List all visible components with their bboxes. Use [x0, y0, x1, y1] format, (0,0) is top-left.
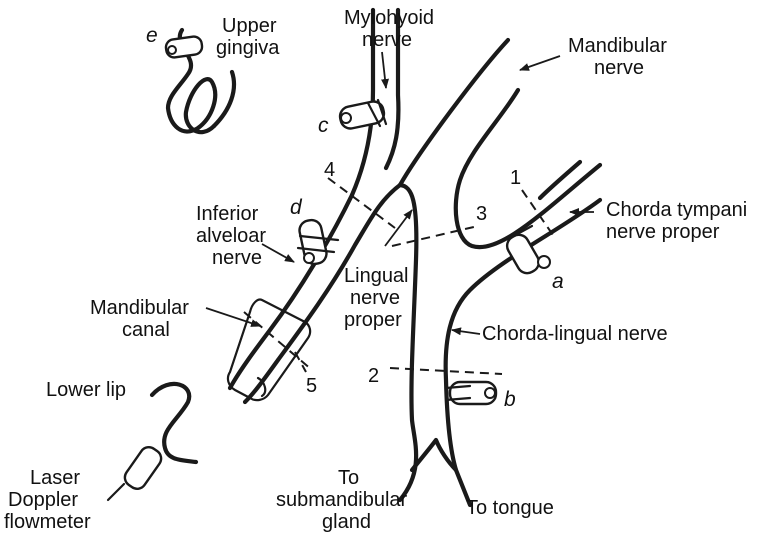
label-chorda-lingual: Chorda-lingual nerve: [482, 323, 668, 345]
section-number-4: 4: [324, 159, 335, 181]
section-line-5b: [295, 352, 306, 372]
label-to-tongue: To tongue: [466, 497, 554, 519]
section-number-2: 2: [368, 365, 379, 387]
label-inferior-alveolar: Inferior alveloar nerve: [196, 203, 272, 269]
laser-doppler-probe: [108, 444, 165, 500]
label-laser-doppler: Laser Doppler flowmeter: [4, 467, 91, 533]
label-chorda-tympani: Chorda tympani nerve proper: [606, 199, 753, 243]
label-upper-gingiva: Upper gingiva: [216, 15, 282, 59]
arrow-lingual-nerve: [385, 210, 412, 246]
chorda-tympani-upper-edge: [540, 162, 580, 198]
mandibular-canal-outline: [228, 300, 310, 401]
electrode-label-d: d: [290, 196, 303, 219]
electrode-label-e: e: [146, 24, 158, 47]
arrow-mylohyoid: [382, 52, 386, 88]
mandibular-nerve-left-edge: [400, 40, 508, 185]
electrode-label-c: c: [318, 114, 329, 137]
section-number-1: 1: [510, 167, 521, 189]
lower-lip-outline: [152, 384, 196, 462]
electrode-b: [446, 382, 496, 404]
label-mandibular-canal: Mandibular canal: [90, 297, 195, 341]
label-lingual-nerve: Lingual nerve proper: [344, 265, 414, 331]
label-submandibular: To submandibular gland: [276, 467, 413, 533]
section-number-5: 5: [306, 375, 317, 397]
electrode-c: [338, 100, 386, 131]
label-mylohyoid-nerve: Mylohyoid nerve: [344, 7, 440, 51]
arrow-mandibular-nerve: [520, 56, 560, 70]
electrode-label-b: b: [504, 388, 516, 411]
lingual-nerve-inner-edge: [400, 185, 416, 500]
label-lower-lip: Lower lip: [46, 379, 126, 401]
electrode-d: [298, 218, 338, 266]
electrode-a: [503, 226, 550, 277]
electrode-label-a: a: [552, 270, 564, 293]
electrode-e: [165, 36, 203, 59]
arrow-chorda-lingual: [452, 330, 480, 334]
arrow-mandibular-canal: [206, 308, 260, 326]
label-mandibular-nerve: Mandibular nerve: [568, 35, 673, 79]
section-number-3: 3: [476, 203, 487, 225]
